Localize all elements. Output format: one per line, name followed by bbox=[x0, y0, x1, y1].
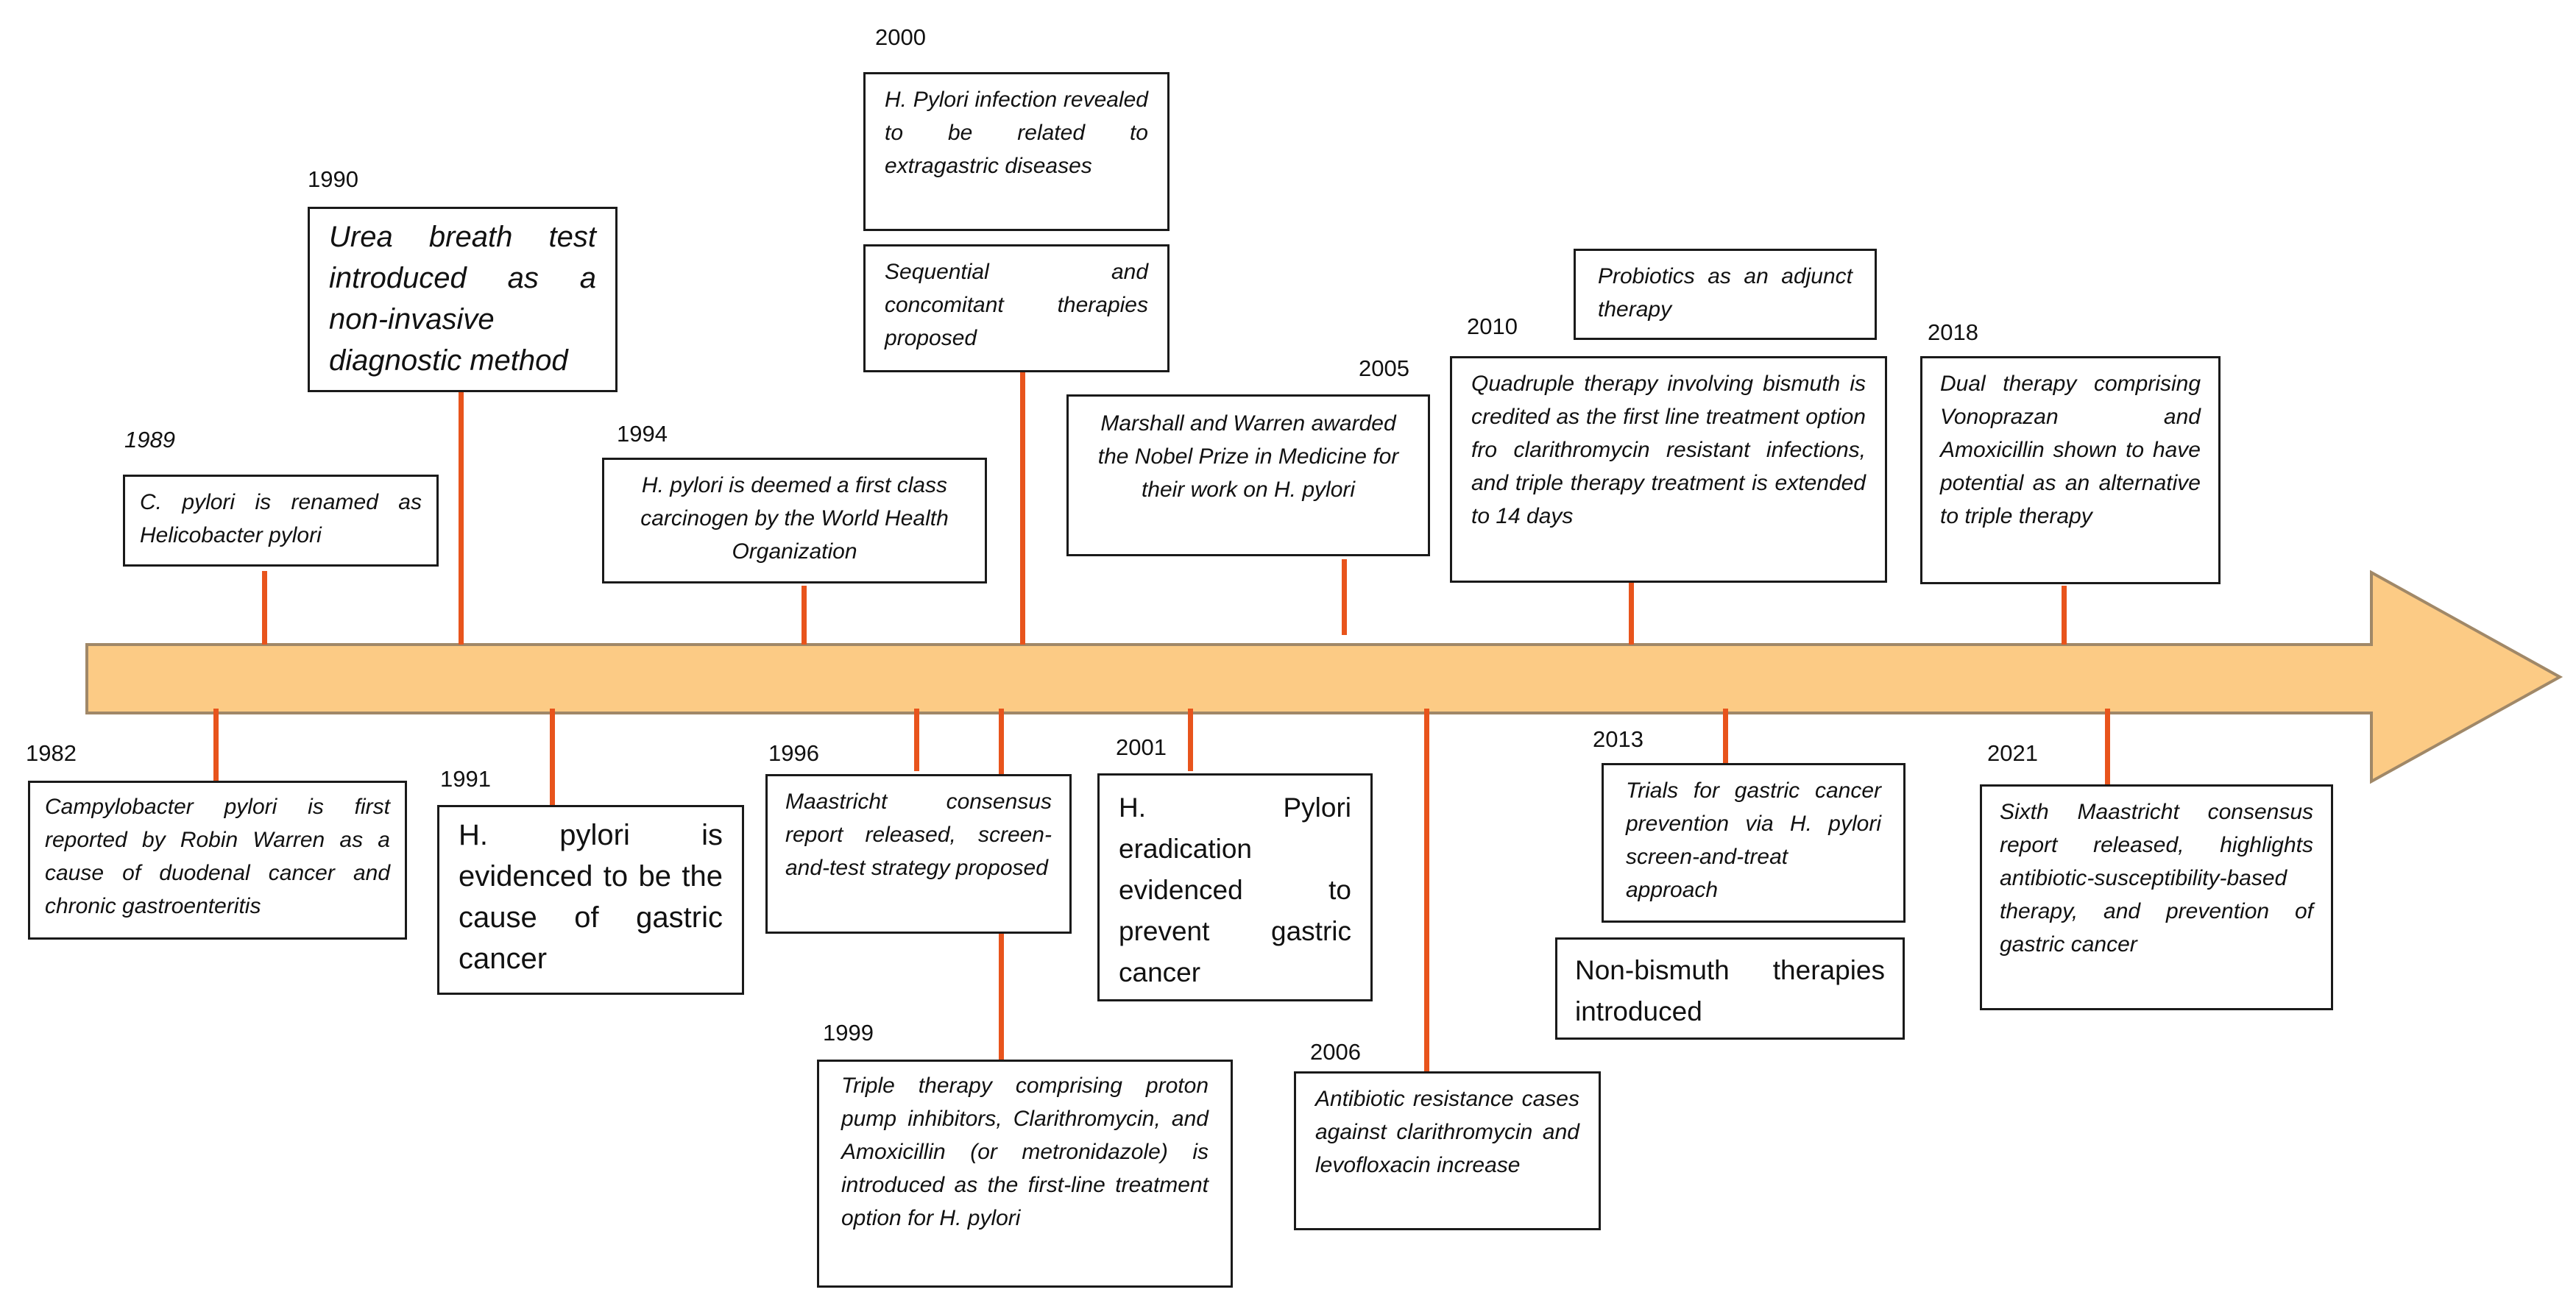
timeline-arrow-shape bbox=[85, 570, 2563, 784]
year-label-1989: 1989 bbox=[124, 427, 175, 453]
year-label-2001: 2001 bbox=[1116, 734, 1167, 760]
event-box-1990: Urea breath test introduced as a non-inv… bbox=[308, 207, 618, 392]
event-box-1982: Campylobacter pylori is first reported b… bbox=[28, 781, 407, 940]
event-box-1991: H. pylori is evidenced to be the cause o… bbox=[437, 805, 744, 995]
year-label-2021: 2021 bbox=[1987, 740, 2038, 766]
event-box-2010: Quadruple therapy involving bismuth is c… bbox=[1450, 356, 1887, 583]
event-box-1999: Triple therapy comprising proton pump in… bbox=[817, 1060, 1233, 1288]
year-label-2018: 2018 bbox=[1928, 319, 1978, 345]
event-box-nonbismuth: Non-bismuth therapies introduced bbox=[1555, 937, 1905, 1040]
year-label-2010: 2010 bbox=[1467, 313, 1518, 339]
connector-2006 bbox=[1424, 709, 1429, 1071]
connector-2018 bbox=[2062, 586, 2067, 645]
year-label-1996: 1996 bbox=[768, 740, 819, 766]
year-label-2000: 2000 bbox=[875, 24, 926, 50]
event-box-probiotics: Probiotics as an adjunct therapy bbox=[1574, 249, 1877, 340]
event-box-2018: Dual therapy comprising Vonoprazan and A… bbox=[1920, 356, 2221, 584]
event-box-sequential: Sequential and concomitant therapies pro… bbox=[863, 244, 1170, 372]
year-label-2006: 2006 bbox=[1310, 1039, 1361, 1065]
connector-2000 bbox=[1020, 372, 1025, 645]
year-label-1990: 1990 bbox=[308, 166, 358, 192]
year-label-2005: 2005 bbox=[1359, 355, 1409, 381]
year-label-2013: 2013 bbox=[1593, 726, 1643, 752]
connector-1996 bbox=[914, 709, 919, 771]
year-label-1994: 1994 bbox=[617, 421, 668, 447]
event-box-1996: Maastricht consensus report released, sc… bbox=[765, 774, 1072, 934]
connector-1991 bbox=[550, 709, 555, 807]
event-box-2021: Sixth Maastricht consensus report releas… bbox=[1980, 784, 2333, 1010]
event-box-2006: Antibiotic resistance cases against clar… bbox=[1294, 1071, 1601, 1230]
connector-1994 bbox=[802, 586, 807, 645]
connector-2013 bbox=[1723, 709, 1728, 763]
connector-2010 bbox=[1629, 582, 1634, 645]
connector-2001 bbox=[1188, 709, 1193, 771]
year-label-1982: 1982 bbox=[26, 740, 77, 766]
connector-1990 bbox=[459, 390, 464, 645]
event-box-2001: H. Pylori eradication evidenced to preve… bbox=[1097, 773, 1373, 1001]
event-box-2005: Marshall and Warren awarded the Nobel Pr… bbox=[1066, 394, 1430, 556]
event-box-1994: H. pylori is deemed a first class carcin… bbox=[602, 458, 987, 583]
event-box-2000: H. Pylori infection revealed to be relat… bbox=[863, 72, 1170, 231]
connector-2021 bbox=[2105, 709, 2110, 784]
connector-1989 bbox=[262, 571, 267, 645]
year-label-1999: 1999 bbox=[823, 1020, 874, 1046]
event-box-2013: Trials for gastric cancer prevention via… bbox=[1602, 763, 1906, 923]
year-label-1991: 1991 bbox=[440, 766, 491, 792]
event-box-1989: C. pylori is renamed as Helicobacter pyl… bbox=[123, 475, 439, 567]
connector-1982 bbox=[213, 709, 219, 781]
connector-2005 bbox=[1342, 559, 1347, 635]
